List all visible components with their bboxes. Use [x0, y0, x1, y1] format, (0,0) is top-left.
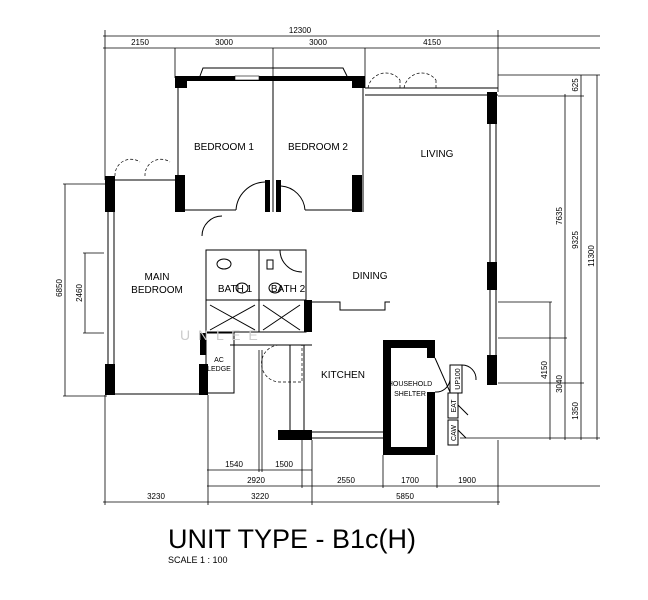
label-kitchen: KITCHEN [321, 370, 365, 381]
label-bedroom-2: BEDROOM 2 [288, 142, 348, 153]
label-ac-ledge: AC [214, 357, 224, 364]
right-dimensions: 625 7635 9325 11300 4150 3040 1350 [460, 74, 600, 440]
label-household-shelter: SHELTER [394, 391, 426, 398]
label-dining: DINING [353, 271, 388, 282]
dim-bottom: 1500 [275, 460, 293, 469]
dim-bottom: 2550 [337, 476, 355, 485]
top-dimensions: 12300 2150 3000 3000 4150 [103, 26, 600, 180]
scale-label: SCALE 1 : 100 [168, 555, 228, 565]
label-bath-2: BATH 2 [271, 284, 306, 295]
dim-bottom: 1700 [401, 476, 419, 485]
label-ac-ledge: LEDGE [207, 366, 231, 373]
dim-right: 625 [571, 78, 580, 92]
dim-bottom: 5850 [396, 492, 414, 501]
dim-left: 6850 [55, 279, 64, 297]
label-main-bedroom: MAIN [145, 272, 170, 283]
dim-right: 4150 [540, 361, 549, 379]
walls [105, 67, 498, 455]
label-up100: UP100 [455, 368, 462, 390]
label-caw: CAW [451, 425, 458, 441]
dim-bottom: 1540 [225, 460, 243, 469]
dim-right: 11300 [587, 245, 596, 267]
label-household-shelter: HOUSEHOLD [388, 381, 432, 388]
room-labels: BEDROOM 1 BEDROOM 2 LIVING DINING MAIN B… [131, 142, 462, 441]
label-bedroom-1: BEDROOM 1 [194, 142, 254, 153]
label-eat: EAT [451, 399, 458, 413]
dim-right: 9325 [571, 231, 580, 249]
dim-top: 2150 [131, 38, 149, 47]
label-living: LIVING [421, 149, 454, 160]
dim-bottom: 3230 [147, 492, 165, 501]
unit-type-title: UNIT TYPE - B1c(H) [168, 524, 417, 554]
dim-left: 2460 [75, 284, 84, 302]
dim-bottom: 3220 [251, 492, 269, 501]
left-dimensions: 6850 2460 [55, 183, 107, 397]
dim-total-width: 12300 [289, 26, 312, 35]
dim-top: 3000 [215, 38, 233, 47]
dim-top: 3000 [309, 38, 327, 47]
watermark: U N L E E [180, 327, 260, 343]
dim-right: 7635 [555, 207, 564, 225]
dim-right: 3040 [555, 375, 564, 393]
dim-bottom: 1900 [458, 476, 476, 485]
label-main-bedroom: BEDROOM [131, 285, 183, 296]
bottom-dimensions: 1540 1500 2920 2550 1700 1900 3230 3220 … [103, 350, 600, 505]
dim-top: 4150 [423, 38, 441, 47]
dim-bottom: 2920 [247, 476, 265, 485]
dim-right: 1350 [571, 402, 580, 420]
label-bath-1: BATH 1 [218, 284, 253, 295]
